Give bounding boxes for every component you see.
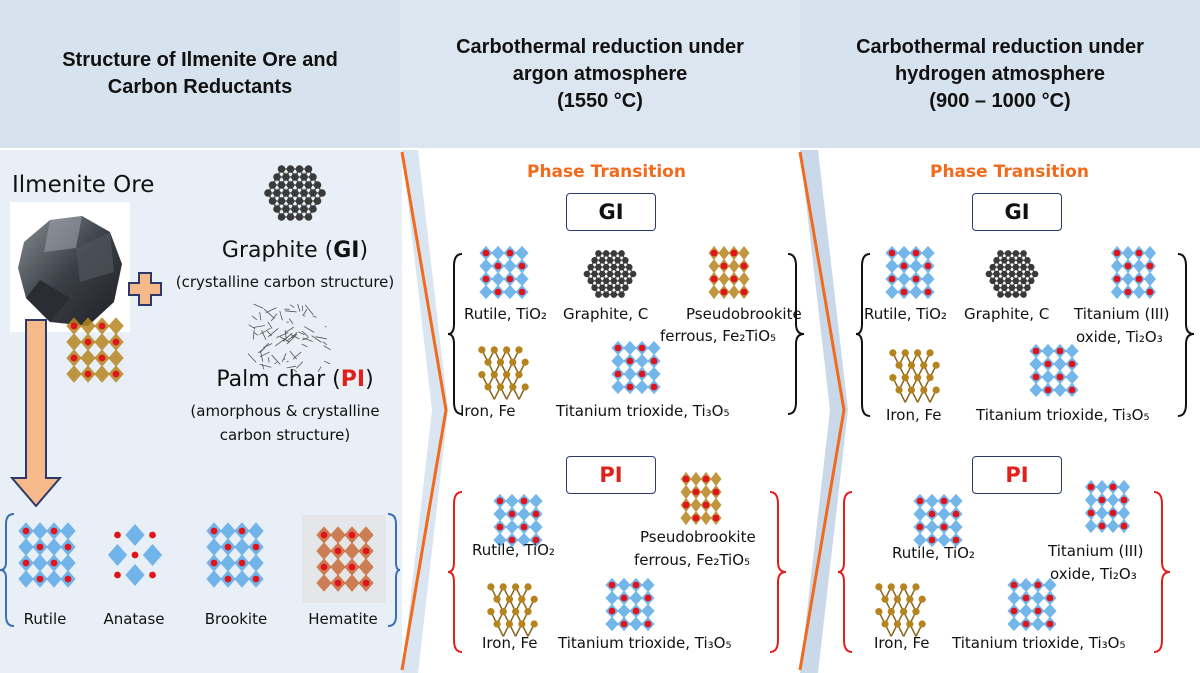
argon-pi-pseudo-label-2: ferrous, Fe₂TiO₅ [634,551,751,569]
chevron-line-2 [798,151,846,671]
hydrogen-gi-ti2o3-icon [1110,245,1157,300]
hydrogen-pi-ti3o5-icon [1007,577,1057,632]
ilmenite-crystal-icon [66,317,124,383]
hydrogen-gi-ti2o3-label-1: Titanium (III) [1074,305,1170,323]
mineral-rutile: Rutile [23,610,67,628]
hydrogen-pi-rutile-label: Rutile, TiO₂ [892,544,975,562]
hematite-mineral-icon [316,526,374,592]
argon-gi-rutile-label: Rutile, TiO₂ [464,305,547,323]
hydrogen-gi-iron-icon [889,349,940,403]
argon-pi-ti3o5-label: Titanium trioxide, Ti₃O₅ [558,634,732,652]
argon-phase-title: Phase Transition [527,162,686,182]
chevron-line-1 [400,151,448,671]
hydrogen-gi-ti2o3-label-2: oxide, Ti₂O₃ [1076,328,1163,346]
argon-gi-iron-label: Iron, Fe [460,402,516,420]
argon-gi-ti3o5-label: Titanium trioxide, Ti₃O₅ [556,402,730,420]
hydrogen-pi-brace [837,491,1171,653]
argon-pi-pseudobrookite-icon [680,471,722,526]
argon-pi-rutile-label: Rutile, TiO₂ [472,541,555,559]
plus-icon [128,272,162,306]
hydrogen-gi-graphite-icon [985,250,1039,298]
argon-gi-graphite-icon [583,250,637,298]
palm-char-label: Palm char (PI) [216,367,374,392]
down-arrow-icon [9,319,63,508]
graphite-label: Graphite (GI) [221,238,369,263]
hematite-box [302,515,386,603]
argon-pi-pseudo-label-1: Pseudobrookite [640,528,756,546]
palm-char-desc-1: (amorphous & crystalline [190,402,380,420]
hydrogen-gi-ti3o5-label: Titanium trioxide, Ti₃O₅ [976,406,1150,424]
header-band-mid [400,0,800,148]
hydrogen-phase-title: Phase Transition [930,162,1089,182]
rock-image [10,202,130,332]
argon-pi-iron-label: Iron, Fe [482,634,538,652]
hydrogen-pi-ti2o3-label-1: Titanium (III) [1048,542,1144,560]
hydrogen-gi-ti3o5-icon [1029,343,1079,398]
hydrogen-gi-iron-label: Iron, Fe [886,406,942,424]
hydrogen-pi-iron-label: Iron, Fe [874,634,930,652]
mineral-anatase: Anatase [103,610,165,628]
hydrogen-gi-tag: GI [972,193,1062,231]
hydrogen-gi-graphite-label: Graphite, C [964,305,1050,323]
hydrogen-pi-ti2o3-label-2: oxide, Ti₂O₃ [1050,565,1137,583]
hydrogen-pi-rutile-icon [913,493,963,548]
argon-gi-ti3o5-icon [611,340,661,395]
ilmenite-title: Ilmenite Ore [12,172,155,198]
brace-icon [0,513,401,627]
hydrogen-pi-ti3o5-label: Titanium trioxide, Ti₃O₅ [952,634,1126,652]
argon-gi-pseudobrookite-icon [708,245,750,300]
rutile-mineral-icon [18,522,76,588]
argon-pi-ti3o5-icon [605,577,655,632]
argon-pi-brace [447,491,787,653]
palm-char-icon [247,303,331,373]
anatase-mineral-icon [107,524,163,586]
brookite-mineral-icon [206,522,264,588]
hydrogen-pi-ti2o3-icon [1084,479,1131,534]
graphite-icon [264,165,326,221]
palm-char-desc-2: carbon structure) [219,426,351,444]
argon-gi-pseudo-label-2: ferrous, Fe₂TiO₅ [660,327,777,345]
argon-pi-tag: PI [566,456,656,494]
graphite-desc: (crystalline carbon structure) [175,273,395,291]
mineral-hematite: Hematite [308,610,378,628]
argon-gi-brace [447,253,805,415]
hydrogen-pi-tag: PI [972,456,1062,494]
argon-gi-rutile-icon [479,245,529,300]
argon-pi-rutile-icon [493,493,543,548]
argon-gi-pseudo-label-1: Pseudobrookite [686,305,802,323]
hydrogen-gi-rutile-icon [885,245,935,300]
argon-gi-iron-icon [478,346,529,400]
argon-gi-tag: GI [566,193,656,231]
hydrogen-pi-iron-icon [875,583,926,637]
argon-pi-iron-icon [487,583,538,637]
hydrogen-gi-rutile-label: Rutile, TiO₂ [864,305,947,323]
argon-gi-graphite-label: Graphite, C [563,305,649,323]
mineral-brookite: Brookite [204,610,268,628]
hydrogen-gi-brace [855,253,1195,417]
